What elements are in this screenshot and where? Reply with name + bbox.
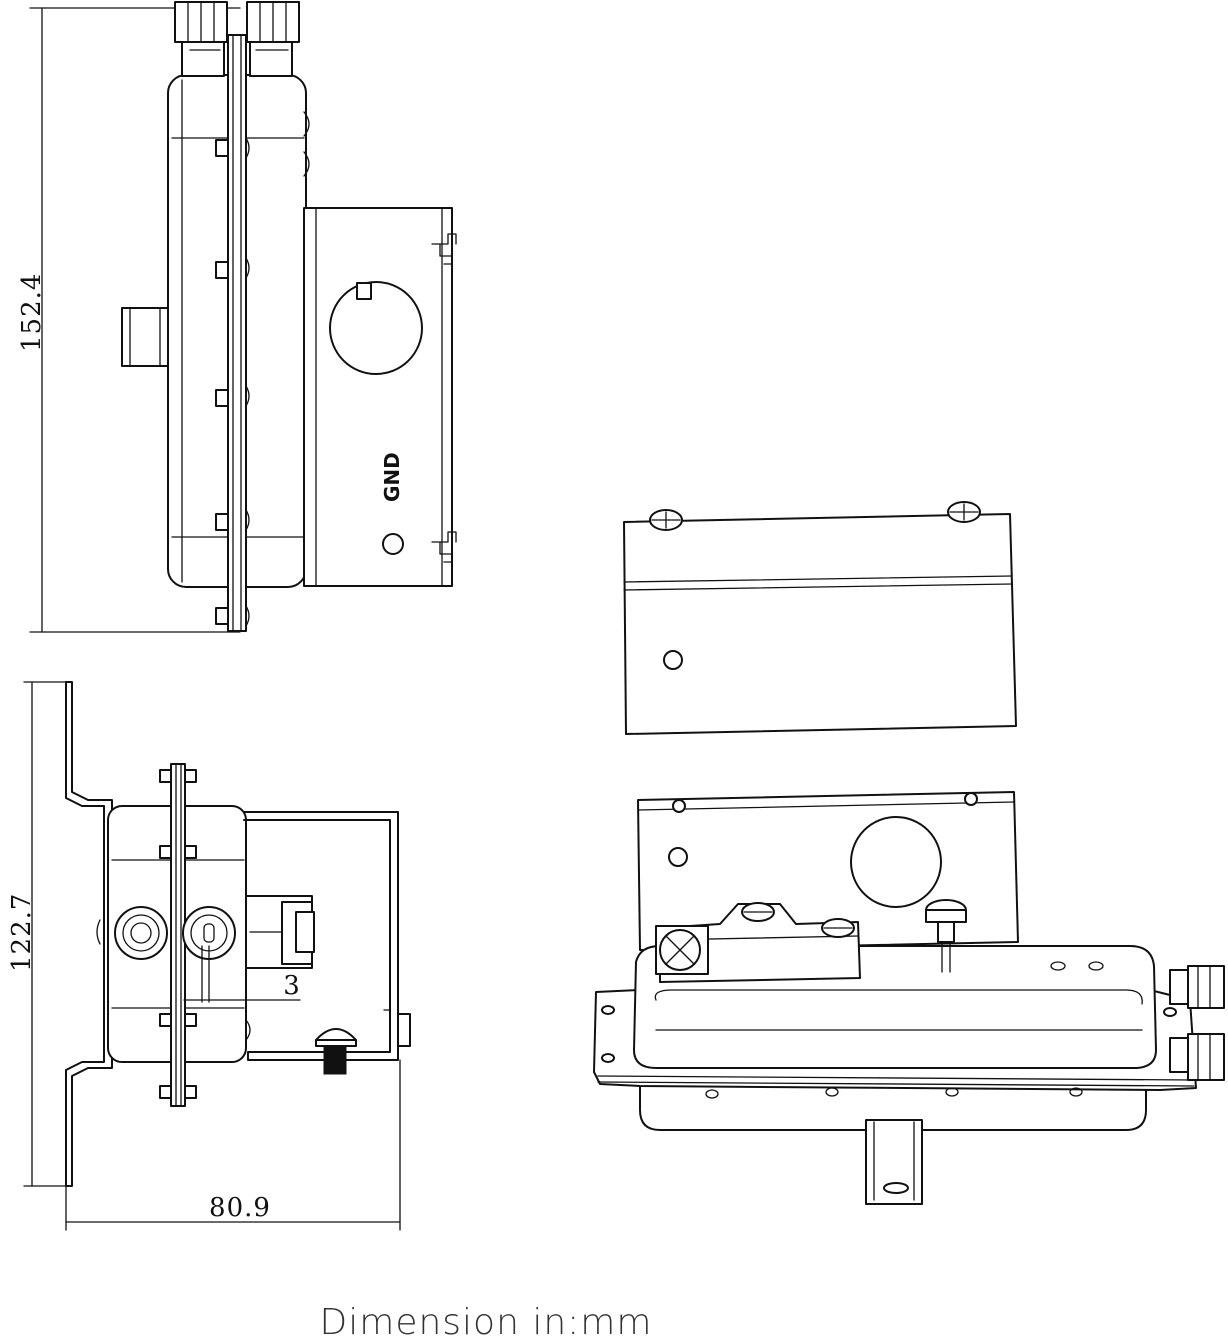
cover-screw-left bbox=[649, 509, 683, 531]
iso-nozzle-top bbox=[1187, 965, 1225, 1009]
cover-plate bbox=[623, 513, 1017, 735]
bracket-plate bbox=[303, 207, 453, 587]
dimension-3: 3 bbox=[183, 945, 301, 1003]
l-bracket bbox=[243, 811, 399, 1061]
iso-terminal-screw bbox=[655, 925, 709, 975]
cover-view bbox=[623, 501, 1017, 735]
dimension-122-7-label: 122.7 bbox=[7, 893, 37, 972]
side-view: 122.7 80.9 bbox=[7, 681, 411, 1231]
iso-nozzles bbox=[1169, 965, 1225, 1081]
bracket-hole-small bbox=[382, 533, 404, 555]
top-nozzles bbox=[174, 1, 300, 77]
gnd-label: GND bbox=[380, 452, 404, 502]
iso-arm-screw-1 bbox=[741, 902, 775, 922]
iso-nozzle-bottom bbox=[1187, 1033, 1225, 1081]
dimension-152-4: 152.4 bbox=[17, 7, 241, 633]
mounting-bracket-top: GND bbox=[303, 207, 457, 587]
dimension-80-9-label: 80.9 bbox=[209, 1193, 271, 1223]
iso-arm-screw-2 bbox=[821, 918, 855, 938]
dimension-3-label: 3 bbox=[283, 971, 301, 1001]
dimension-80-9: 80.9 bbox=[65, 1059, 401, 1231]
cover-hole bbox=[663, 650, 683, 670]
dimension-152-4-label: 152.4 bbox=[17, 273, 47, 352]
bracket-hole-large bbox=[329, 281, 423, 375]
center-flange bbox=[227, 34, 247, 632]
dimension-122-7: 122.7 bbox=[7, 681, 71, 1187]
flange-tabs bbox=[215, 137, 250, 627]
iso-bracket-hole bbox=[850, 816, 942, 908]
side-ports bbox=[96, 906, 250, 960]
side-screw bbox=[245, 1019, 357, 1075]
z-bracket bbox=[65, 681, 113, 1187]
screw-thread bbox=[323, 1045, 347, 1075]
top-view: 152.4 bbox=[17, 1, 457, 633]
cover-screw-right bbox=[947, 501, 981, 523]
terminal-block bbox=[245, 895, 315, 969]
units-caption: Dimension in:mm bbox=[320, 1302, 653, 1343]
bracket-clip bbox=[397, 1013, 411, 1047]
iso-adjust-screw bbox=[925, 899, 967, 973]
side-tab bbox=[121, 307, 169, 367]
isometric-view bbox=[593, 791, 1225, 1205]
